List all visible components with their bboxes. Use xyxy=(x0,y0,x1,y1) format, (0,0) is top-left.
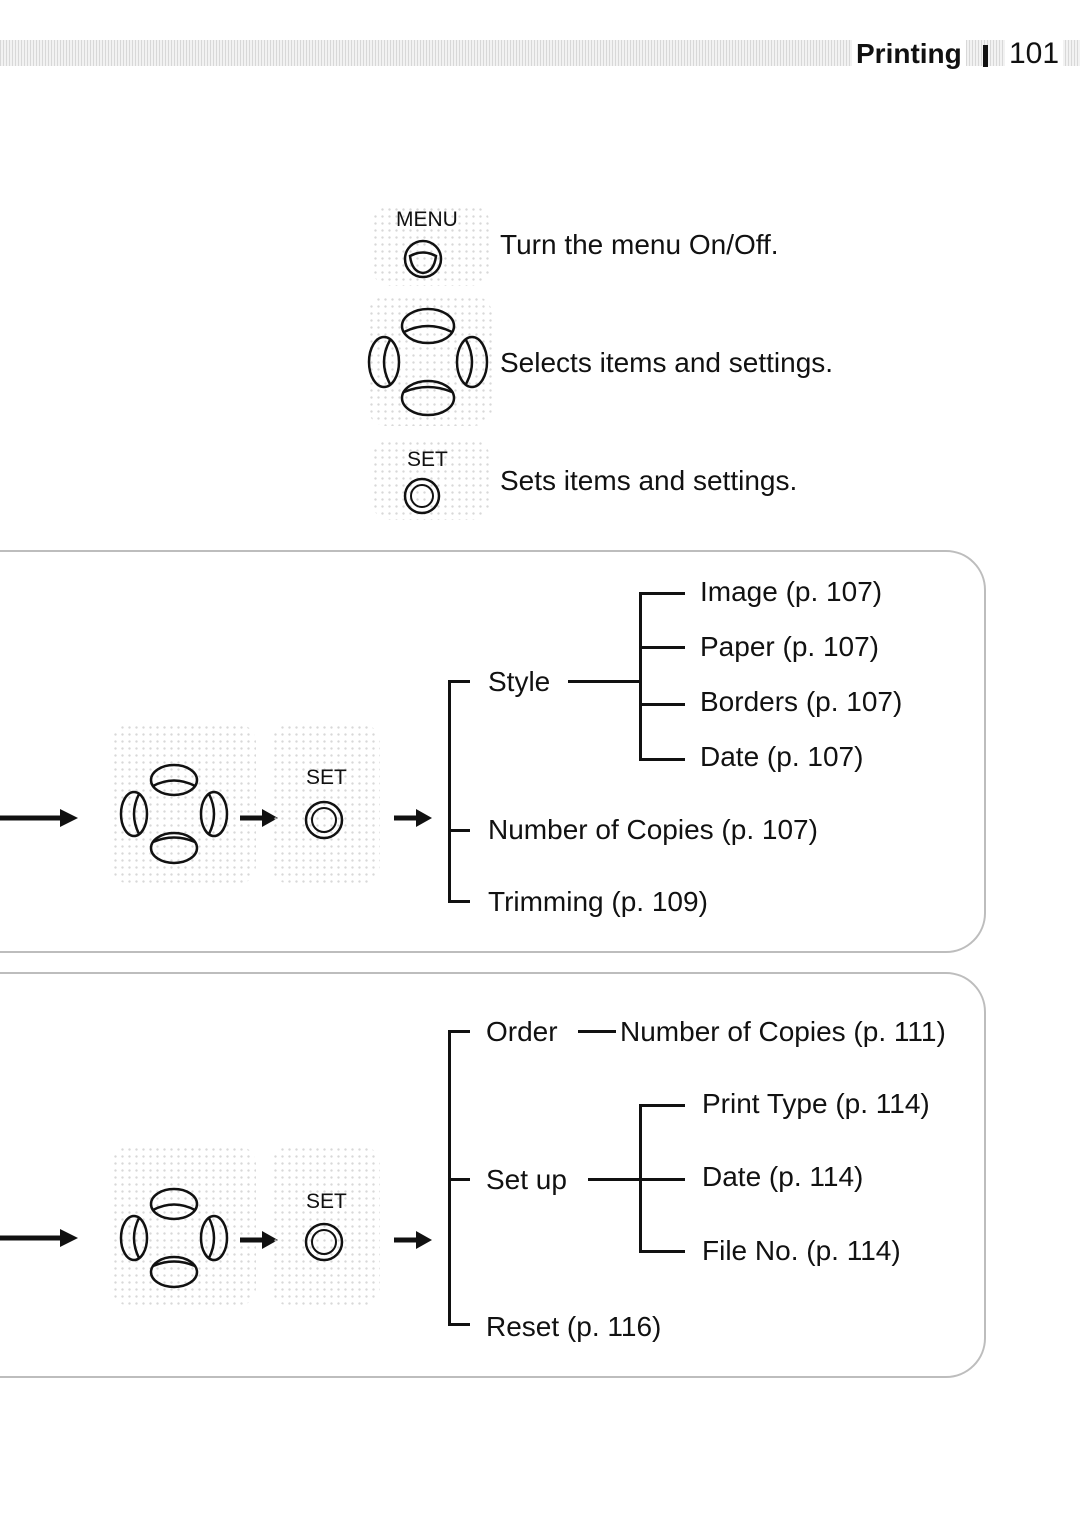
arrow-icon xyxy=(394,1231,432,1249)
menu-item-set-up: Set up xyxy=(486,1164,567,1195)
tree-branch-line xyxy=(448,1030,470,1033)
tree-branch-line xyxy=(448,680,470,683)
tree-branch-line xyxy=(639,758,685,761)
tree-branch-line xyxy=(448,1178,470,1181)
set-button-background xyxy=(372,440,490,520)
legend-controller-text: Selects items and settings. xyxy=(500,347,834,378)
menu-item-order: Order xyxy=(486,1016,558,1047)
set-button-label: SET xyxy=(407,448,448,471)
menu-item-number-of-copies: Number of Copies (p. 107) xyxy=(488,814,818,845)
menu-item-order-copies: Number of Copies (p. 111) xyxy=(620,1016,946,1047)
menu-button-icon xyxy=(403,239,443,279)
dpof-settings-panel xyxy=(0,972,986,1378)
tree-branch-line xyxy=(448,829,470,832)
menu-button-label: MENU xyxy=(396,208,458,231)
tree-branch-line xyxy=(639,646,685,649)
menu-item-reset: Reset (p. 116) xyxy=(486,1311,662,1342)
entry-arrow-icon xyxy=(0,1229,78,1247)
set-button-label: SET xyxy=(306,1190,347,1213)
menu-item-paper: Paper (p. 107) xyxy=(700,631,879,662)
print-settings-panel xyxy=(0,550,986,953)
entry-arrow-icon xyxy=(0,809,78,827)
menu-item-image: Image (p. 107) xyxy=(700,576,883,607)
set-button-icon xyxy=(304,1222,344,1262)
menu-item-date: Date (p. 114) xyxy=(702,1161,864,1192)
menu-item-style: Style xyxy=(488,666,551,697)
tree-branch-line xyxy=(448,1323,470,1326)
tree-branch-line xyxy=(639,592,642,760)
menu-item-date: Date (p. 107) xyxy=(700,741,864,772)
section-title: Printing xyxy=(852,38,966,70)
set-button-label: SET xyxy=(306,766,347,789)
four-way-controller-icon xyxy=(119,763,229,865)
set-button-icon xyxy=(403,477,441,515)
four-way-controller-icon xyxy=(119,1187,229,1289)
legend-menu-text: Turn the menu On/Off. xyxy=(500,229,779,260)
tree-branch-line xyxy=(588,1178,640,1181)
set-button-background xyxy=(272,724,380,884)
tree-branch-line xyxy=(448,900,470,903)
page-number: 101 xyxy=(1005,38,1064,70)
tree-branch-line xyxy=(639,1178,685,1181)
menu-item-print-type: Print Type (p. 114) xyxy=(702,1088,930,1119)
legend-set-text: Sets items and settings. xyxy=(500,465,798,496)
menu-item-file-no: File No. (p. 114) xyxy=(702,1235,901,1266)
four-way-controller-icon xyxy=(367,307,489,417)
tree-branch-line xyxy=(448,680,451,902)
tree-branch-line xyxy=(639,1104,685,1107)
arrow-icon xyxy=(240,809,278,827)
tree-branch-line xyxy=(568,680,640,683)
menu-button-background xyxy=(372,206,490,286)
tree-branch-line xyxy=(578,1030,616,1033)
set-button-icon xyxy=(304,800,344,840)
set-button-background xyxy=(272,1146,380,1306)
tree-branch-line xyxy=(639,1250,685,1253)
arrow-icon xyxy=(240,1231,278,1249)
tree-branch-line xyxy=(639,592,685,595)
tree-branch-line xyxy=(639,703,685,706)
menu-item-trimming: Trimming (p. 109) xyxy=(488,886,708,917)
header-separator xyxy=(983,45,988,67)
arrow-icon xyxy=(394,809,432,827)
menu-item-borders: Borders (p. 107) xyxy=(700,686,903,717)
